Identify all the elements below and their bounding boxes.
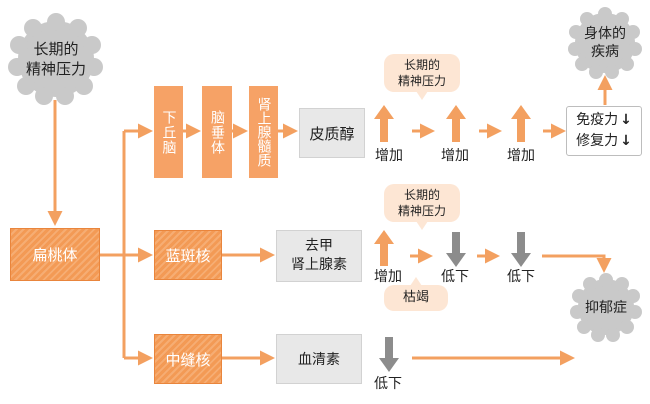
down-arrow-ne-1 [446,232,466,267]
depression-cloud: 抑郁症 [570,272,642,342]
down-arrow-ne-2 [511,232,531,267]
cortisol-increase-label-2: 增加 [441,148,469,164]
up-arrow-ne [374,230,394,266]
exhaustion-bubble-tail [410,277,422,286]
repair-line: 修复力↓ [576,131,632,152]
immunity-down-icon: ↓ [620,112,632,128]
exhaustion-label: 枯竭 [402,290,429,305]
arrow-ne-to-depression [542,254,612,273]
up-arrow-cortisol-1 [374,105,394,142]
norepinephrine-box: 去甲 肾上腺素 [276,230,362,282]
hypothalamus-box: 下丘脑 [154,86,183,178]
locus-coeruleus-box: 蓝斑核 [154,230,222,280]
cortisol-increase-label-3: 增加 [507,148,535,164]
immunity-label: 免疫力 [576,112,619,128]
locus-coeruleus-label: 蓝斑核 [165,246,211,265]
cortisol-box: 皮质醇 [299,108,365,158]
ne-decrease-label-2: 低下 [507,269,535,285]
stress-bubble-mid: 长期的 精神压力 [384,184,460,230]
raphe-label: 中缝核 [165,350,211,369]
outcome-box: 免疫力↓ 修复力↓ [566,106,642,156]
depression-cloud-label: 抑郁症 [585,300,627,316]
adrenal-medulla-box: 肾上腺髓质 [249,86,278,178]
serotonin-decrease-label: 低下 [374,376,402,392]
amygdala-label: 扁桃体 [32,246,78,264]
down-arrow-serotonin [379,337,399,372]
amygdala-box: 扁桃体 [10,228,100,281]
ne-decrease-label-1: 低下 [441,269,469,285]
stress-bubble-top-label: 长期的 精神压力 [397,58,446,88]
norepinephrine-label: 去甲 肾上腺素 [291,238,347,273]
up-arrow-cortisol-3 [511,105,531,142]
up-arrow-cortisol-2 [446,105,466,142]
stress-cloud: 长期的 精神压力 [8,12,104,106]
serotonin-box: 血清素 [276,334,362,384]
immunity-line: 免疫力↓ [576,110,632,131]
stress-bubble-mid-label: 长期的 精神压力 [397,188,446,218]
pituitary-label: 脑垂体 [209,109,225,155]
serotonin-label: 血清素 [298,352,340,368]
cortisol-label: 皮质醇 [309,124,355,143]
stress-cloud-label: 长期的 精神压力 [25,40,86,78]
stress-bubble-top: 长期的 精神压力 [384,54,460,100]
adrenal-medulla-label: 肾上腺髓质 [255,97,272,167]
disease-cloud: 身体的 疾病 [567,6,643,80]
repair-down-icon: ↓ [620,133,632,149]
up-arrows [374,105,531,266]
cortisol-increase-label-1: 增加 [375,148,403,164]
stress-bubble-mid-tail [416,221,428,230]
stress-bubble-top-tail [416,91,428,100]
ne-increase-label: 增加 [374,269,402,285]
raphe-box: 中缝核 [154,334,222,384]
disease-cloud-label: 身体的 疾病 [584,26,626,60]
down-arrows [379,232,531,372]
hypothalamus-label: 下丘脑 [160,109,177,155]
repair-label: 修复力 [576,133,619,149]
pituitary-box: 脑垂体 [202,86,232,178]
exhaustion-bubble: 枯竭 [384,277,448,311]
